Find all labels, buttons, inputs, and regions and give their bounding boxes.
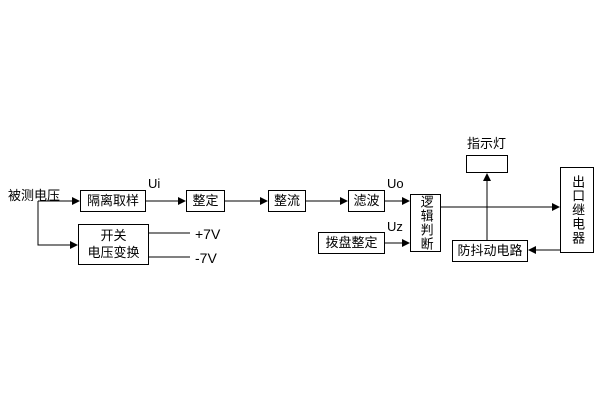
box-isolation-sampling: 隔离取样 (80, 190, 146, 212)
switch-converter-line2: 电压变换 (87, 244, 140, 260)
box-dial-setting: 拨盘整定 (318, 232, 385, 254)
indicator-lamp-box (466, 155, 508, 173)
indicator-lamp-label: 指示灯 (467, 136, 507, 151)
box-logic-judgment: 逻辑判断 (410, 194, 441, 252)
signal-uz-label: Uz (387, 219, 403, 234)
box-setting: 整定 (186, 190, 225, 212)
box-output-relay: 出口继电器 (560, 167, 594, 253)
box-debounce-circuit: 防抖动电路 (452, 240, 528, 262)
switch-converter-line1: 开关 (100, 228, 127, 244)
output-minus7v-label: -7V (195, 250, 217, 266)
input-voltage-label: 被测电压 (8, 188, 61, 203)
signal-uo-label: Uo (387, 176, 404, 191)
output-plus7v-label: +7V (195, 226, 221, 242)
signal-ui-label: Ui (148, 176, 161, 191)
box-filter: 滤波 (348, 190, 385, 212)
box-switch-voltage-converter: 开关 电压变换 (78, 224, 149, 265)
box-rectifier: 整流 (268, 190, 306, 212)
